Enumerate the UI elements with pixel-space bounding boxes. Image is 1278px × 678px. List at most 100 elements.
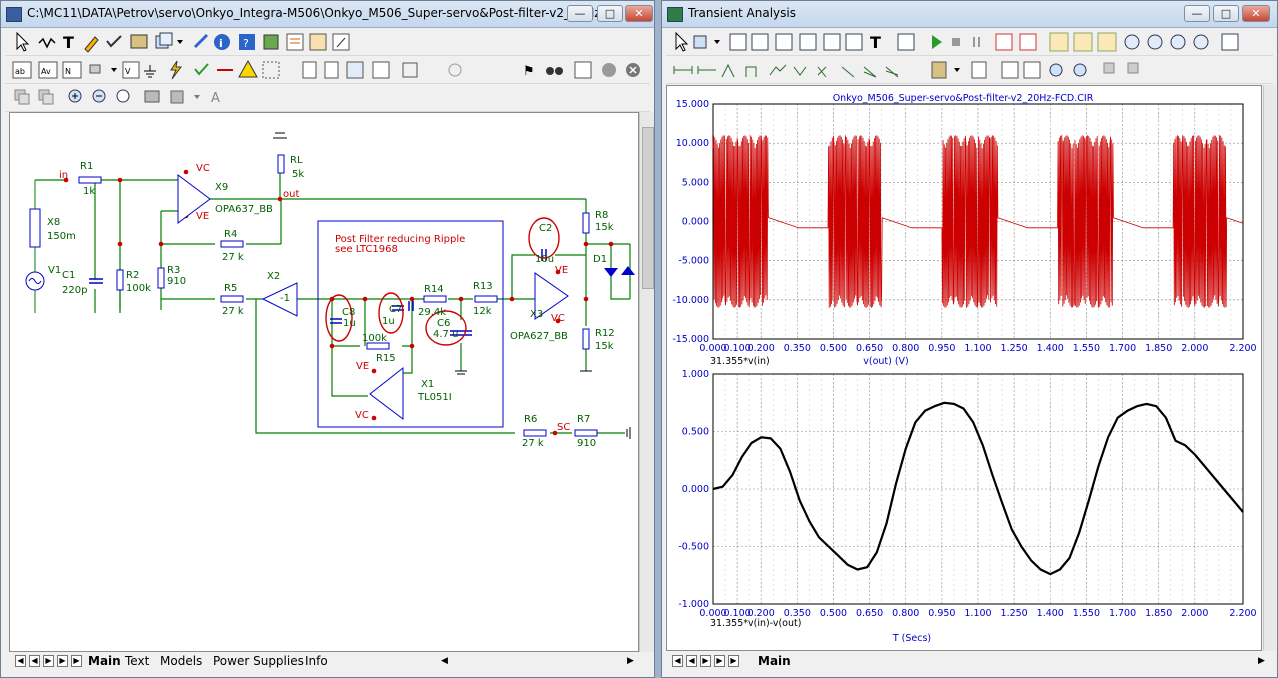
scale-2-icon[interactable] <box>751 33 769 51</box>
format-3-icon[interactable] <box>1097 32 1117 52</box>
copy-icon[interactable] <box>693 35 707 49</box>
first-page-button-2[interactable]: ◀ <box>672 655 683 667</box>
last-page-button-2[interactable]: ▶ <box>714 655 725 667</box>
tab-power-supplies[interactable]: Power Supplies <box>213 654 304 668</box>
help-icon[interactable]: ? <box>239 34 255 50</box>
print-icon[interactable] <box>144 90 160 103</box>
dropdown-icon[interactable] <box>714 40 720 44</box>
settings-icon[interactable] <box>1221 33 1239 51</box>
prev-page-button[interactable]: ◀ <box>29 655 40 667</box>
run-icon[interactable] <box>932 35 942 49</box>
scroll-thumb[interactable] <box>642 127 654 289</box>
tab-main[interactable]: Main <box>88 654 121 668</box>
page-setup-icon[interactable] <box>574 61 592 79</box>
fit-icon[interactable] <box>1001 61 1019 79</box>
next-page-button-2[interactable]: ▶ <box>700 655 711 667</box>
fit-2-icon[interactable] <box>1023 61 1041 79</box>
wire-icon[interactable] <box>38 37 56 49</box>
list-icon[interactable] <box>286 33 304 51</box>
format-2-icon[interactable] <box>1073 32 1093 52</box>
zoom-fit-icon[interactable] <box>346 61 364 79</box>
end-page-button-2[interactable]: ▶ <box>728 655 739 667</box>
measure-icons[interactable] <box>673 63 899 78</box>
binoculars-icon[interactable] <box>546 67 563 75</box>
grid-icon[interactable] <box>262 61 280 79</box>
page-2-icon[interactable] <box>324 61 339 79</box>
bottom-plot[interactable]: 1.0000.5000.000-0.500-1.0000.0000.1000.2… <box>678 369 1256 619</box>
dropdown-icon-2[interactable] <box>954 68 960 72</box>
cursor-icon[interactable] <box>775 33 793 51</box>
properties-icon[interactable] <box>897 33 915 51</box>
select-icon[interactable] <box>675 31 689 52</box>
point-icon[interactable] <box>845 33 863 51</box>
component-icon[interactable] <box>263 34 279 50</box>
plot-vertical-scrollbar[interactable] <box>1263 85 1276 651</box>
slope-icon[interactable] <box>823 33 841 51</box>
next-page-button[interactable]: ▶ <box>43 655 54 667</box>
layer-2-icon[interactable] <box>1127 62 1139 74</box>
analysis-maximize-button[interactable]: □ <box>1213 5 1239 22</box>
pin-icon[interactable] <box>89 64 101 74</box>
zoom-100-icon[interactable] <box>116 89 130 103</box>
tab-info[interactable]: Info <box>305 654 328 668</box>
list-icon[interactable] <box>971 61 987 79</box>
tag-2-icon[interactable] <box>1019 33 1037 51</box>
voltage-icon[interactable]: V <box>122 61 140 79</box>
peak-icon[interactable] <box>799 33 817 51</box>
stop-icon[interactable] <box>952 38 960 46</box>
dropdown-icon-3[interactable] <box>194 95 200 99</box>
zoom-icon[interactable] <box>1124 34 1140 50</box>
stop-icon[interactable] <box>602 63 616 77</box>
tab-models[interactable]: Models <box>160 654 203 668</box>
plot-canvas[interactable]: Onkyo_M506_Super-servo&Post-filter-v2_20… <box>666 85 1262 651</box>
schematic-canvas[interactable]: in R1 1k VC VE X9 OPA637_BB RL 5k out X8… <box>9 112 639 652</box>
zoom-2-icon[interactable] <box>1147 34 1163 50</box>
font-icon[interactable]: A <box>211 91 220 106</box>
end-page-button[interactable]: ▶ <box>71 655 82 667</box>
tab-scroll-right[interactable]: ▶ <box>627 656 634 666</box>
probe-icon[interactable] <box>193 33 209 49</box>
ground-icon[interactable] <box>144 65 156 78</box>
prev-page-button-2[interactable]: ◀ <box>686 655 697 667</box>
zoom-4-icon[interactable] <box>1193 34 1209 50</box>
tab-scroll-left[interactable]: ◀ <box>441 656 448 666</box>
zoom-in-icon[interactable] <box>1049 63 1063 77</box>
analysis-titlebar[interactable]: Transient Analysis — □ ✕ <box>662 1 1277 28</box>
layer-icon[interactable] <box>14 89 30 105</box>
properties-icon[interactable] <box>372 61 390 79</box>
scale-icon[interactable] <box>729 33 747 51</box>
format-icon[interactable] <box>1049 32 1069 52</box>
lightning-icon[interactable] <box>170 60 182 80</box>
close-button[interactable]: ✕ <box>625 5 653 22</box>
text-icon[interactable]: T <box>870 33 881 52</box>
cancel-icon[interactable] <box>626 63 640 77</box>
grid-text-icon[interactable]: N <box>62 61 82 79</box>
info-icon[interactable]: i <box>214 34 230 50</box>
analysis-close-button[interactable]: ✕ <box>1242 5 1270 22</box>
layer-icon[interactable] <box>1103 62 1115 74</box>
zoom-out-icon[interactable] <box>92 89 106 103</box>
pen-icon[interactable] <box>84 36 99 53</box>
region-icon[interactable] <box>402 62 418 78</box>
check-icon[interactable] <box>194 63 209 76</box>
warning-icon[interactable] <box>238 59 258 78</box>
select-arrow-icon[interactable] <box>16 31 30 52</box>
check-pen-icon[interactable] <box>106 35 122 48</box>
plot-svg[interactable]: Onkyo_M506_Super-servo&Post-filter-v2_20… <box>667 86 1261 650</box>
schematic-vertical-scrollbar[interactable] <box>639 112 654 652</box>
find-icon[interactable]: ⚑ <box>523 64 535 79</box>
analysis-minimize-button[interactable]: — <box>1184 5 1210 22</box>
last-page-button[interactable]: ▶ <box>57 655 68 667</box>
layer-2-icon[interactable] <box>38 89 54 105</box>
zoom-in-icon[interactable] <box>68 89 82 103</box>
tab-main-analysis[interactable]: Main <box>758 654 791 668</box>
tag-icon[interactable] <box>995 33 1013 51</box>
pause-icon[interactable] <box>973 37 980 47</box>
schematic-titlebar[interactable]: C:\MC11\DATA\Petrov\servo\Onkyo_Integra-… <box>1 1 654 28</box>
tab-text[interactable]: Text <box>125 654 150 668</box>
attribute-text-icon[interactable]: Av <box>38 61 58 79</box>
edit-icon[interactable] <box>332 33 350 51</box>
clipboard-icon[interactable] <box>931 61 947 79</box>
dropdown-icon[interactable] <box>177 40 183 44</box>
zoom-3-icon[interactable] <box>1170 34 1186 50</box>
